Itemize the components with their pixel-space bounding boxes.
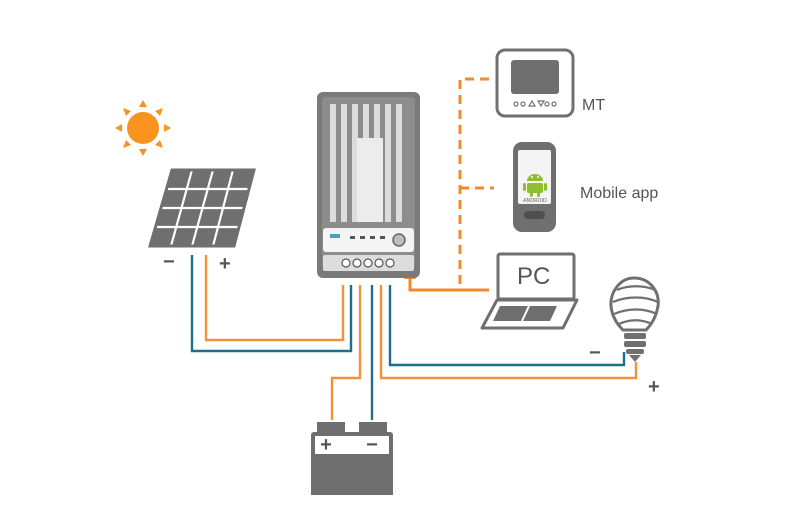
load-minus-sign: − <box>589 342 601 364</box>
comm-link-pc <box>408 277 489 292</box>
load-plus-sign: + <box>648 376 660 398</box>
battery-icon <box>311 422 393 495</box>
battery-positive-wire <box>330 285 362 420</box>
charge-controller-icon <box>317 92 420 278</box>
load-negative-wire <box>388 285 626 367</box>
battery-minus-sign: − <box>366 434 378 456</box>
laptop-icon <box>480 252 579 330</box>
comm-links <box>408 77 494 292</box>
panel-positive-wire <box>204 255 345 342</box>
comm-link-dashed <box>458 77 494 290</box>
mt-label: MT <box>582 97 605 114</box>
meter-display-icon <box>495 48 575 118</box>
wiring <box>190 255 638 420</box>
pc-label: PC <box>517 263 550 290</box>
android-phone-icon: ANDROID <box>513 142 556 232</box>
load-positive-wire <box>379 285 638 380</box>
light-bulb-icon <box>609 276 660 362</box>
solar-panel-icon <box>148 168 256 248</box>
android-text: ANDROID <box>523 198 547 204</box>
battery-plus-sign: + <box>320 434 332 456</box>
sun-icon <box>115 100 171 156</box>
panel-minus-sign: − <box>163 251 175 273</box>
panel-negative-wire <box>190 255 353 353</box>
mobile-app-label: Mobile app <box>580 185 658 202</box>
panel-plus-sign: + <box>219 253 231 275</box>
